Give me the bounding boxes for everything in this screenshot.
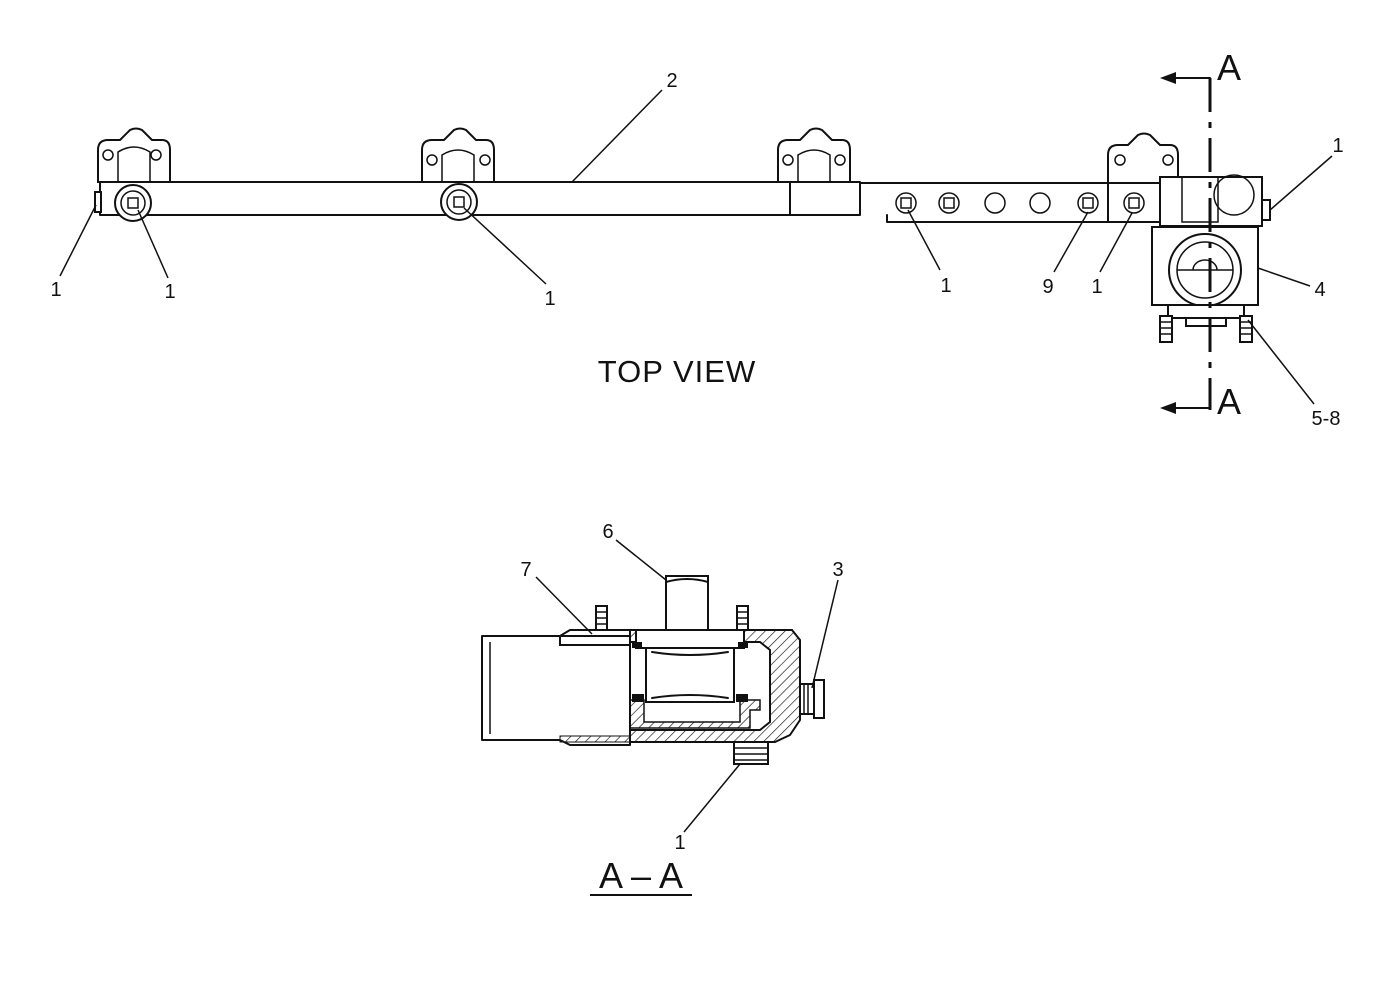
- seal-rings: [632, 642, 748, 702]
- callout-label: 1: [1091, 276, 1102, 298]
- callout-label: 1: [940, 275, 951, 297]
- section-cut-line: [1160, 72, 1212, 414]
- section-leaders: [535, 539, 839, 833]
- callout-label: 1: [164, 281, 175, 303]
- callout-label: 1: [1332, 135, 1343, 157]
- mounting-boss-3: [777, 127, 851, 183]
- mounting-boss-4: [1107, 132, 1179, 184]
- callout-label: 1: [50, 279, 61, 301]
- top-view: 1 1 1 2 1 9 1 1 4 5-8 A A TOP VIEW: [50, 47, 1343, 430]
- section-title: A – A: [599, 855, 683, 896]
- plug-end: [94, 191, 102, 213]
- stud-left: [1159, 315, 1173, 343]
- callout-label: 3: [832, 559, 843, 581]
- section-stud-right: [736, 605, 749, 631]
- section-marker-upper: A: [1217, 47, 1241, 88]
- callout-label: 1: [544, 288, 555, 310]
- section-view: 6 7 3 1 A – A: [481, 521, 844, 896]
- callout-label: 4: [1314, 279, 1325, 301]
- valve-insert: [635, 575, 745, 703]
- callout-label: 7: [520, 559, 531, 581]
- mounting-boss-1: [97, 127, 171, 183]
- top-view-title: TOP VIEW: [598, 354, 756, 389]
- callout-label: 6: [602, 521, 613, 543]
- callout-label: 9: [1042, 276, 1053, 298]
- housing: [1151, 174, 1271, 327]
- manifold-tube: [99, 181, 1161, 223]
- section-marker-lower: A: [1217, 381, 1241, 422]
- section-tube: [481, 629, 631, 746]
- callout-label: 1: [674, 832, 685, 854]
- port-strip: [895, 192, 1145, 214]
- stud-right: [1239, 315, 1253, 343]
- callout-label: 5-8: [1312, 408, 1341, 430]
- bottom-plug: [733, 741, 769, 765]
- section-stud-left: [595, 605, 608, 631]
- top-view-leaders: [59, 89, 1333, 405]
- mounting-boss-2: [421, 127, 495, 183]
- callout-label: 2: [666, 70, 677, 92]
- side-plug: [799, 679, 825, 719]
- plug-1: [114, 184, 152, 222]
